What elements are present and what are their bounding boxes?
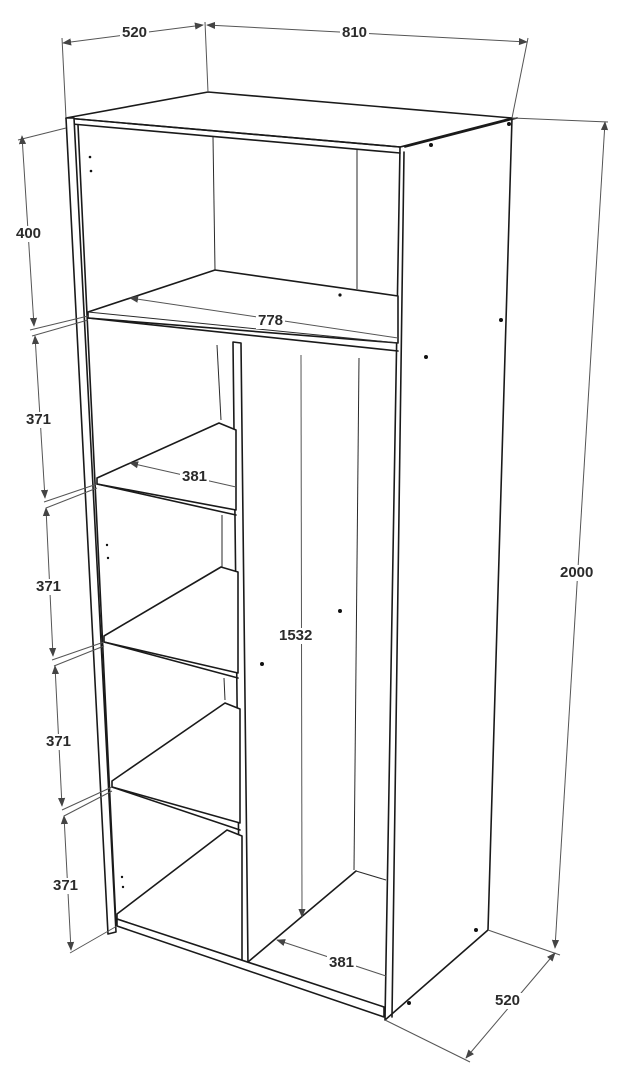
left-side-panel bbox=[65, 117, 117, 935]
dim-bottom-depth: 520 bbox=[493, 992, 523, 1009]
hardware-holes bbox=[88, 122, 511, 1005]
dim-top-width: 810 bbox=[340, 24, 370, 41]
dim-shelf-2-height: 371 bbox=[34, 578, 64, 595]
dim-shelf-4-height: 371 bbox=[51, 877, 81, 894]
dim-shelf-depth: 381 bbox=[180, 468, 210, 485]
dim-total-height: 2000 bbox=[558, 564, 596, 581]
dim-shelf-3-height: 371 bbox=[44, 733, 74, 750]
right-side-panel bbox=[384, 117, 513, 1021]
dim-inner-width: 778 bbox=[256, 312, 286, 329]
dim-hanging-depth: 381 bbox=[327, 954, 357, 971]
dim-top-depth: 520 bbox=[120, 24, 150, 41]
dim-top-compartment-height: 400 bbox=[14, 225, 44, 242]
dim-shelf-1-height: 371 bbox=[24, 411, 54, 428]
dim-hanging-height: 1532 bbox=[277, 627, 315, 644]
top-shelf bbox=[87, 269, 399, 344]
left-shelves bbox=[96, 422, 243, 963]
bottom-panel bbox=[116, 918, 385, 1018]
